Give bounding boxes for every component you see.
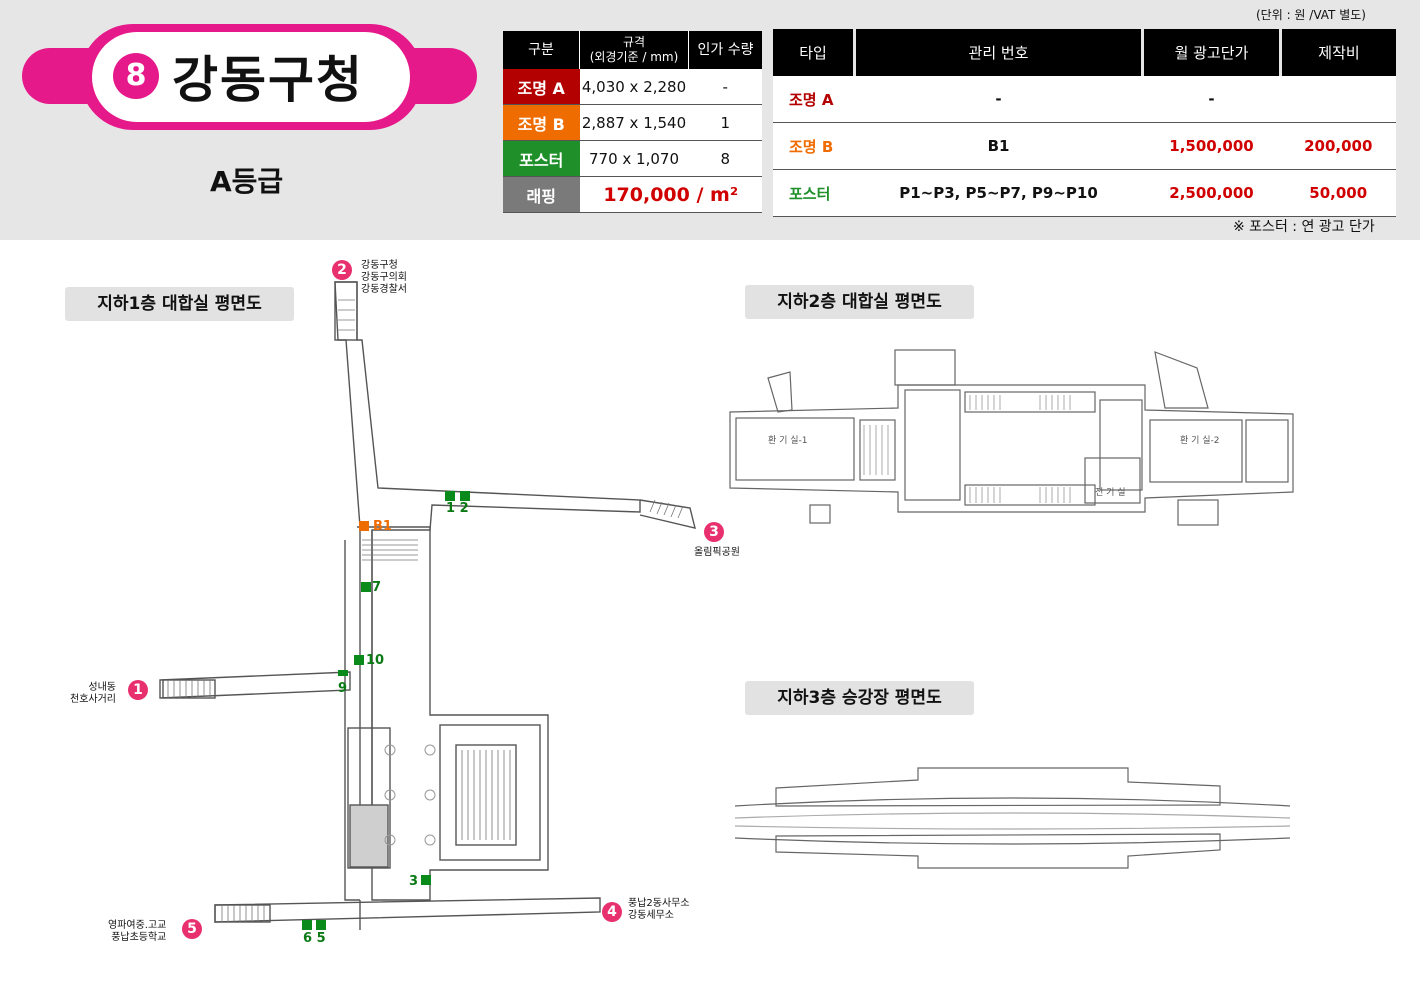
price-monthly: 2,500,000 bbox=[1142, 169, 1281, 217]
price-code: P1~P3, P5~P7, P9~P10 bbox=[854, 169, 1143, 217]
position-6-marker bbox=[302, 920, 312, 930]
position-7-marker bbox=[361, 582, 371, 592]
station-name: 강동구청 bbox=[172, 51, 364, 109]
svg-text:환 기 실-1: 환 기 실-1 bbox=[768, 434, 808, 446]
position-12-label: 1 2 bbox=[446, 501, 469, 516]
spec-label: 조명 A bbox=[503, 69, 580, 105]
price-code: B1 bbox=[854, 122, 1143, 170]
spec-row: 포스터 770 x 1,070 8 bbox=[503, 140, 762, 177]
position-9-label: 9 bbox=[338, 681, 348, 696]
position-3-marker bbox=[421, 875, 431, 885]
spec-row: 조명 A 4,030 x 2,280 - bbox=[503, 69, 762, 105]
position-2-marker bbox=[460, 491, 470, 501]
price-header-code: 관리 번호 bbox=[853, 29, 1143, 76]
spec-label: 조명 B bbox=[503, 104, 580, 141]
position-b1-marker bbox=[359, 521, 369, 531]
price-footnote: ※ 포스터 : 연 광고 단가 bbox=[1233, 219, 1375, 235]
spec-header-size: 규격 (외경기준 / mm) bbox=[579, 31, 689, 69]
position-5-marker bbox=[316, 920, 326, 930]
exit-label-3: 올림픽공원 bbox=[694, 547, 740, 558]
spec-qty: - bbox=[688, 69, 762, 105]
price-table: 타입 관리 번호 월 광고단가 제작비 조명 A - - 조명 B B1 1,5… bbox=[773, 29, 1396, 217]
price-production: 50,000 bbox=[1280, 169, 1396, 217]
unit-note: (단위 : 원 /VAT 별도) bbox=[1256, 8, 1366, 22]
price-type: 조명 A bbox=[773, 76, 855, 123]
price-production: 200,000 bbox=[1280, 122, 1396, 170]
position-9-marker bbox=[338, 670, 348, 676]
grade-label: A등급 bbox=[210, 165, 284, 198]
exit-label-5: 영파여중.고교 풍납초등학교 bbox=[108, 920, 167, 943]
position-10-label: 10 bbox=[366, 653, 385, 668]
price-row: 조명 B B1 1,500,000 200,000 bbox=[773, 122, 1396, 170]
price-row: 포스터 P1~P3, P5~P7, P9~P10 2,500,000 50,00… bbox=[773, 169, 1396, 217]
price-header-monthly: 월 광고단가 bbox=[1141, 29, 1281, 76]
position-65-label: 6 5 bbox=[303, 931, 326, 946]
price-header-production: 제작비 bbox=[1279, 29, 1396, 76]
svg-text:전 기 실: 전 기 실 bbox=[1095, 487, 1126, 498]
exit-marker-5: 5 bbox=[182, 919, 202, 939]
position-1-marker bbox=[445, 491, 455, 501]
spec-qty: 8 bbox=[688, 140, 762, 177]
exit-marker-4: 4 bbox=[602, 902, 622, 922]
position-3-label: 3 bbox=[409, 874, 419, 889]
line-number-circle: 8 bbox=[113, 53, 159, 99]
spec-row-wrap: 래핑 170,000 / m² bbox=[503, 176, 762, 213]
exit-label-1: 성내동 천호사거리 bbox=[70, 682, 116, 705]
spec-label: 포스터 bbox=[503, 140, 580, 177]
price-monthly: - bbox=[1142, 76, 1281, 123]
spec-qty: 1 bbox=[688, 104, 762, 141]
price-type: 조명 B bbox=[773, 122, 855, 170]
position-b1-label: B1 bbox=[373, 519, 392, 534]
spec-size: 4,030 x 2,280 bbox=[579, 69, 689, 105]
b2-plan-label: 지하2층 대합실 평면도 bbox=[745, 285, 974, 319]
price-production bbox=[1280, 76, 1396, 123]
price-monthly: 1,500,000 bbox=[1142, 122, 1281, 170]
spec-header-qty: 인가 수량 bbox=[688, 31, 762, 69]
wrap-label: 래핑 bbox=[503, 176, 580, 213]
wrap-price: 170,000 / m² bbox=[579, 176, 762, 213]
position-10-marker bbox=[354, 655, 364, 665]
spec-size: 2,887 x 1,540 bbox=[579, 104, 689, 141]
exit-marker-1: 1 bbox=[128, 680, 148, 700]
b1-plan-label: 지하1층 대합실 평면도 bbox=[65, 287, 294, 321]
exit-marker-2: 2 bbox=[332, 260, 352, 280]
position-7-label: 7 bbox=[372, 580, 382, 595]
price-header-type: 타입 bbox=[773, 29, 855, 76]
price-row: 조명 A - - bbox=[773, 76, 1396, 123]
b3-plan-label: 지하3층 승강장 평면도 bbox=[745, 681, 974, 715]
price-type: 포스터 bbox=[773, 169, 855, 217]
exit-label-4: 풍납2동사무소 강동세무소 bbox=[628, 898, 690, 921]
exit-marker-3: 3 bbox=[704, 522, 724, 542]
price-code: - bbox=[854, 76, 1143, 123]
exit-label-2: 강동구청 강동구의회 강동경찰서 bbox=[361, 260, 407, 295]
svg-text:환 기 실-2: 환 기 실-2 bbox=[1180, 434, 1220, 446]
spec-size: 770 x 1,070 bbox=[579, 140, 689, 177]
spec-table: 구분 규격 (외경기준 / mm) 인가 수량 조명 A 4,030 x 2,2… bbox=[503, 31, 762, 213]
spec-header-type: 구분 bbox=[503, 31, 580, 69]
spec-row: 조명 B 2,887 x 1,540 1 bbox=[503, 104, 762, 141]
